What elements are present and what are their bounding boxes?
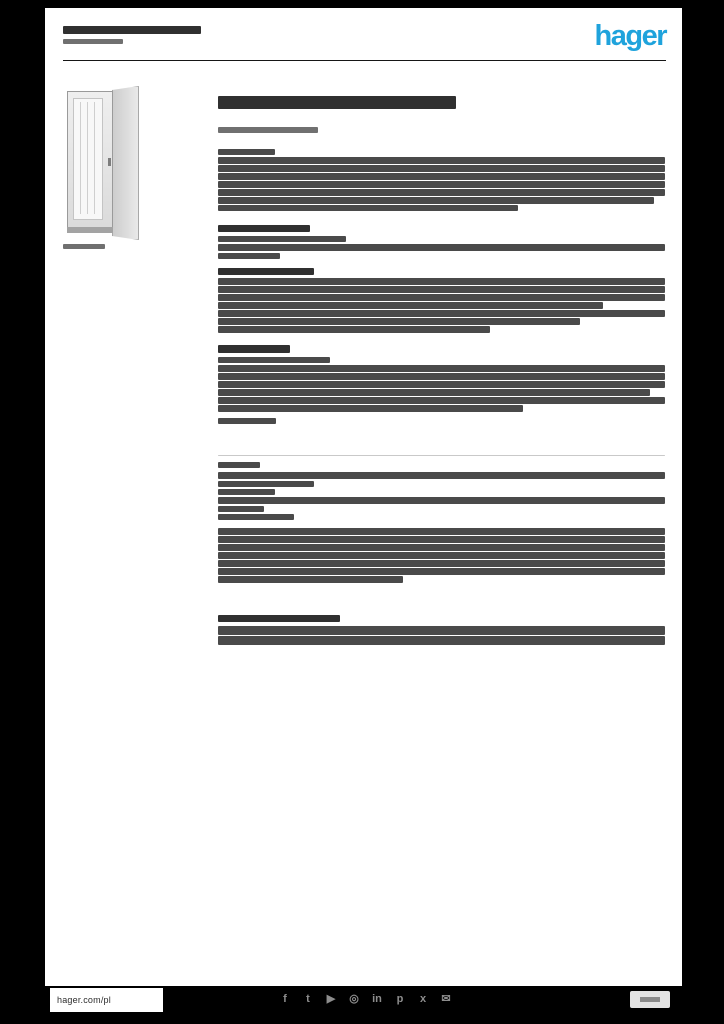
redacted-text-line — [218, 373, 665, 380]
twitter-icon[interactable]: t — [306, 993, 310, 1005]
redacted-text-line — [218, 244, 665, 251]
redacted-text-line — [218, 615, 340, 622]
redacted-text-line — [218, 318, 580, 325]
redacted-text-line — [218, 381, 665, 388]
header-text-line — [63, 39, 123, 44]
redacted-text-line — [218, 286, 665, 293]
redacted-text-line — [218, 197, 654, 204]
cabinet-plinth — [67, 227, 113, 233]
youtube-icon[interactable]: ▶ — [326, 993, 336, 1005]
newsletter-icon[interactable]: ✉ — [441, 993, 451, 1005]
redacted-text-line — [218, 127, 318, 133]
linkedin-icon[interactable]: in — [372, 993, 382, 1005]
facebook-icon[interactable]: f — [283, 993, 287, 1005]
instagram-icon[interactable]: ◎ — [349, 993, 359, 1005]
redacted-text-line — [218, 96, 456, 109]
redacted-text-line — [218, 165, 665, 172]
redacted-text-line — [218, 506, 264, 512]
redacted-text-line — [218, 345, 290, 353]
redacted-text-line — [218, 489, 275, 495]
redacted-text-line — [218, 181, 665, 188]
redacted-text-line — [218, 560, 665, 567]
redacted-text-line — [218, 149, 275, 155]
redacted-text-line — [218, 389, 650, 396]
redacted-text-line — [218, 294, 665, 301]
cabinet-interior — [73, 98, 103, 220]
redacted-text-line — [218, 189, 665, 196]
footer-site-box: hager.com/pl — [50, 988, 163, 1012]
redacted-text-line — [218, 365, 665, 372]
redacted-text-line — [218, 481, 314, 487]
redacted-text-line — [218, 236, 346, 242]
footer-social-icons: f t ▶ ◎ in p x ✉ — [278, 992, 453, 1006]
redacted-text-line — [218, 536, 665, 543]
redacted-text-line — [218, 455, 665, 456]
datasheet-page: hager — [45, 8, 682, 986]
redacted-text-line — [218, 205, 518, 211]
redacted-text-line — [218, 544, 665, 551]
redacted-text-line — [218, 462, 260, 468]
image-caption-line — [63, 244, 105, 249]
redacted-text-line — [218, 157, 665, 164]
redacted-text-line — [218, 397, 665, 404]
redacted-text-line — [218, 552, 665, 559]
spec-text-column — [218, 8, 665, 708]
redacted-text-line — [218, 326, 490, 333]
redacted-text-line — [218, 173, 665, 180]
redacted-text-line — [218, 405, 523, 412]
xing-icon[interactable]: x — [419, 993, 427, 1005]
header-text-line — [63, 26, 201, 34]
redacted-text-line — [218, 528, 665, 535]
redacted-text-line — [218, 568, 665, 575]
redacted-text-line — [218, 514, 294, 520]
redacted-text-line — [218, 225, 310, 232]
redacted-text-line — [218, 497, 665, 504]
redacted-text-line — [218, 626, 665, 635]
cabinet-handle — [108, 158, 111, 166]
redacted-text-line — [218, 472, 665, 479]
product-photo — [63, 88, 141, 240]
page-number-badge — [630, 991, 670, 1008]
cabinet-open-door — [112, 86, 139, 240]
din-rail — [94, 102, 95, 214]
redacted-text-line — [218, 357, 330, 363]
redacted-text-line — [218, 636, 665, 645]
din-rail — [87, 102, 88, 214]
pinterest-icon[interactable]: p — [396, 993, 404, 1005]
redacted-text-line — [218, 310, 665, 317]
redacted-text-line — [218, 278, 665, 285]
header-divider — [63, 60, 666, 61]
redacted-text-line — [218, 302, 603, 309]
footer-site-link[interactable]: hager.com/pl — [57, 995, 111, 1005]
redacted-text-line — [218, 253, 280, 259]
redacted-text-line — [218, 268, 314, 275]
redacted-text-line — [218, 418, 276, 424]
hager-logo: hager — [594, 20, 668, 52]
din-rail — [80, 102, 81, 214]
redacted-text-line — [218, 576, 403, 583]
